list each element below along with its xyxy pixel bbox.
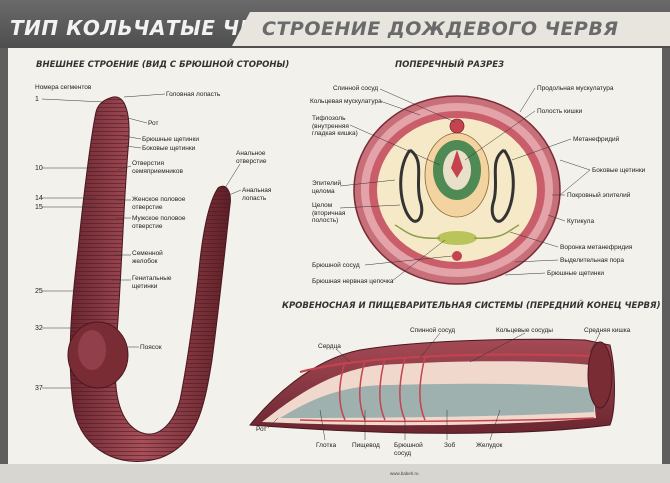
label-lateral-setae-cs: Боковые щетинки: [592, 167, 646, 174]
label-cuticle: Кутикула: [567, 218, 595, 225]
label-dorsal-vessel-long: Спинной сосуд: [410, 327, 456, 334]
label-mouth-long: Рот: [256, 426, 267, 433]
label-anal-lobe: Анальная лопасть: [242, 187, 272, 202]
header-bar: ТИП КОЛЬЧАТЫЕ ЧЕРВИ СТРОЕНИЕ ДОЖДЕВОГО Ч…: [0, 0, 670, 48]
label-longitudinal-muscles: Продольная мускулатура: [537, 85, 614, 92]
cross-section-figure: [353, 95, 561, 285]
label-female-pore: Женское половое отверстие: [132, 196, 186, 211]
label-ventral-setae-cs: Брюшные щетинки: [547, 270, 604, 277]
footer-website[interactable]: www.babeh.ru: [390, 471, 419, 476]
segment-number: 15: [35, 204, 43, 211]
label-esophagus: Пищевод: [352, 442, 380, 449]
label-coelom-epithelium: Эпителий целома: [312, 180, 342, 195]
label-nerve-cord: Брюшная нервная цепочка: [312, 278, 394, 285]
segment-numbers-label: Номера сегментов: [35, 84, 92, 91]
external-structure-heading: ВНЕШНЕЕ СТРОЕНИЕ (ВИД С БРЮШНОЙ СТОРОНЫ): [36, 60, 290, 70]
segment-number: 25: [35, 288, 43, 295]
label-nephridium-funnel: Воронка метанефридия: [560, 244, 633, 251]
cross-section-heading: ПОПЕРЕЧНЫЙ РАЗРЕЗ: [395, 60, 505, 70]
label-seminal-groove: Семенной желобок: [132, 250, 163, 265]
segment-number: 1: [35, 96, 39, 103]
label-genital-setae: Генитальные щетинки: [132, 275, 172, 290]
label-pharynx: Глотка: [316, 442, 337, 449]
segment-number: 14: [35, 195, 43, 202]
longitudinal-section-figure: [249, 338, 615, 434]
label-clitellum: Поясок: [140, 344, 162, 351]
segment-number: 10: [35, 165, 43, 172]
label-typhlosole: Тифлозоль (внутренняя гладкая кишка): [312, 115, 358, 137]
label-gizzard: Желудок: [476, 442, 503, 449]
label-male-pore: Мужское половое отверстие: [132, 215, 186, 230]
poster-subtitle-banner: СТРОЕНИЕ ДОЖДЕВОГО ЧЕРВЯ: [232, 12, 670, 46]
label-crop: Зоб: [444, 442, 456, 449]
segment-number: 32: [35, 325, 43, 332]
label-lateral-setae: Боковые щетинки: [142, 145, 196, 152]
label-anal-opening: Анальное отверстие: [236, 150, 267, 165]
label-midgut: Средняя кишка: [584, 327, 631, 334]
label-cover-epithelium: Покровный эпителий: [567, 192, 631, 199]
label-gut-cavity: Полость кишки: [537, 108, 583, 115]
label-excretory-pore: Выделительная пора: [560, 257, 625, 264]
label-metanephridium: Метанефридий: [573, 136, 620, 143]
label-head-lobe: Головная лопасть: [166, 91, 221, 98]
worm-external-figure: [67, 96, 231, 462]
label-seminal-receptacle-openings: Отверстия семяприемников: [132, 160, 183, 175]
label-dorsal-vessel: Спинной сосуд: [333, 85, 379, 92]
label-ventral-vessel-long: Брюшной сосуд: [394, 442, 423, 457]
label-mouth: Рот: [148, 120, 159, 127]
label-ventral-setae: Брюшные щетинки: [142, 136, 199, 143]
segment-number: 37: [35, 385, 43, 392]
label-circular-muscles: Кольцевая мускулатура: [310, 98, 382, 105]
label-ventral-vessel: Брюшной сосуд: [312, 262, 360, 269]
label-ring-vessels: Кольцевые сосуды: [496, 327, 553, 334]
poster-subtitle: СТРОЕНИЕ ДОЖДЕВОГО ЧЕРВЯ: [262, 18, 619, 40]
label-coelom: Целом (вторичная полость): [312, 202, 346, 224]
circulatory-digestive-heading: КРОВЕНОСНАЯ И ПИЩЕВАРИТЕЛЬНАЯ СИСТЕМЫ (П…: [282, 301, 661, 311]
footer-bar: www.babeh.ru: [0, 464, 670, 483]
label-hearts: Сердца: [318, 343, 341, 350]
